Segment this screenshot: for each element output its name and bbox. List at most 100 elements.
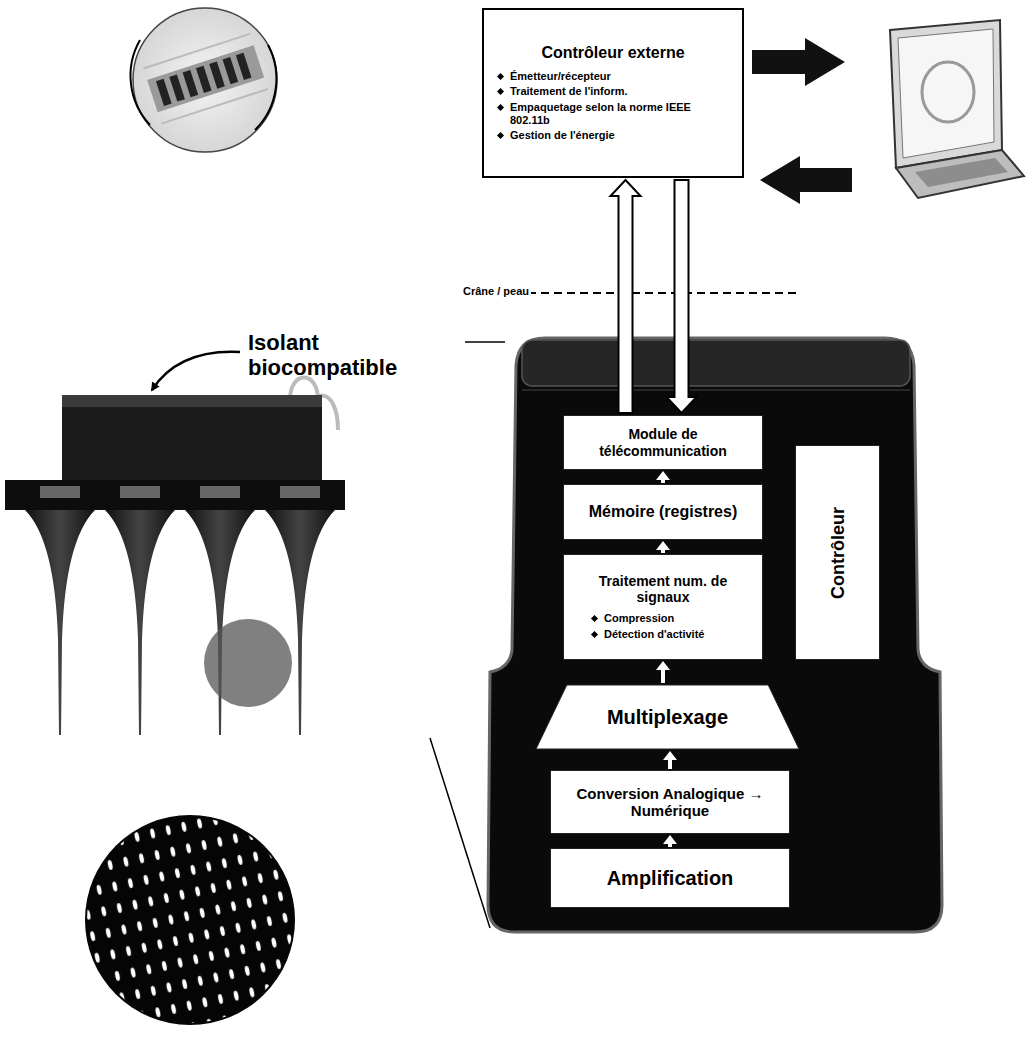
flow-arrow: [656, 541, 670, 553]
bullet-text: Empaquetage selon la norme IEEE 802.11b: [510, 101, 730, 126]
bullet-text: Détection d'activité: [604, 628, 704, 641]
drawing-line: [143, 34, 250, 69]
node-title: Traitement num. de signaux: [590, 573, 736, 605]
drawing-circle: [85, 815, 295, 1025]
bullet-text: Gestion de l'énergie: [510, 129, 615, 142]
drawing-path: [131, 40, 150, 125]
drawing-rect: [169, 74, 185, 101]
bullet-text: Compression: [604, 612, 674, 625]
drawing-circle: [133, 8, 277, 152]
drawing-rect: [62, 395, 322, 481]
drawing-rect: [5, 480, 345, 510]
drawing-path: [105, 510, 175, 735]
drawing-rect: [183, 70, 199, 97]
drawing-rect: [236, 53, 252, 80]
drawing-path: [265, 510, 335, 735]
drawing-polygon: [898, 29, 994, 158]
drawing-g: [143, 34, 267, 124]
drawing-rect: [209, 61, 225, 88]
flow-arrow: [656, 661, 670, 683]
boundary-label: Crâne / peau: [461, 285, 531, 298]
node-text: Contrôleur: [827, 507, 848, 599]
zoom-line: [465, 341, 505, 343]
bullet-mark: [497, 104, 504, 111]
process-box: Module de télécommunication: [563, 415, 763, 470]
flow-arrow: [663, 751, 677, 769]
drawing-rect: [120, 486, 160, 498]
text-row: Contrôleur externe: [541, 44, 684, 66]
text-row: Traitement num. de signaux: [590, 573, 736, 609]
link-arrow: [760, 156, 852, 204]
node-content: Contrôleur externeÉmetteur/récepteurTrai…: [484, 10, 742, 176]
drawing-rect: [196, 66, 212, 93]
text-row: Traitement de l'inform.: [496, 85, 730, 98]
controller-bar: Contrôleur: [795, 445, 880, 660]
drawing-path: [25, 510, 95, 735]
drawing-rect: [280, 486, 320, 498]
drawing-path: [488, 338, 942, 932]
hollow-arrow: [611, 180, 641, 413]
drawing-rect: [200, 486, 240, 498]
text-row: Mémoire (registres): [589, 503, 738, 521]
text-row: Multiplexage: [607, 706, 728, 729]
implant-housing: [488, 338, 942, 932]
zoom-line: [430, 738, 490, 928]
text-row: Détection d'activité: [590, 628, 736, 641]
bullet-mark: [591, 615, 598, 622]
electrode-array-photo: [85, 815, 295, 1025]
controller-box: Contrôleur externeÉmetteur/récepteurTrai…: [482, 8, 744, 178]
process-box: Traitement num. de signauxCompressionDét…: [563, 554, 763, 660]
chip-photo: [131, 8, 277, 152]
node-title: Contrôleur externe: [541, 44, 684, 62]
text-row: Amplification: [607, 867, 734, 890]
drawing-rect: [62, 395, 322, 407]
node-title: Mémoire (registres): [589, 503, 738, 521]
text-row: Compression: [590, 612, 736, 625]
process-box: Mémoire (registres): [563, 484, 763, 540]
part-label: Isolant biocompatible: [248, 330, 418, 381]
node-content: Contrôleur: [796, 446, 879, 659]
node-title: Module de télécommunication: [572, 426, 754, 458]
node-content: Traitement num. de signauxCompressionDét…: [564, 555, 762, 659]
node-content: Multiplexage: [535, 684, 800, 750]
bullet-mark: [497, 73, 504, 80]
drawing-line: [161, 89, 268, 124]
flow-arrow: [656, 471, 670, 483]
flow-arrow: [663, 835, 677, 847]
text-row: Empaquetage selon la norme IEEE 802.11b: [496, 101, 730, 126]
text-row: Conversion Analogique → Numérique: [561, 785, 779, 820]
node-content: Mémoire (registres): [564, 485, 762, 539]
process-box: Amplification: [550, 848, 790, 908]
drawing-path: [255, 45, 276, 130]
bullet-mark: [591, 631, 598, 638]
bullet-text: Émetteur/récepteur: [510, 70, 611, 83]
drawing-circle: [204, 619, 292, 707]
drawing-rect: [40, 486, 80, 498]
node-title: Amplification: [607, 867, 734, 890]
link-arrow: [752, 38, 845, 86]
process-box: Conversion Analogique → Numérique: [550, 770, 790, 834]
node-title: Conversion Analogique → Numérique: [561, 785, 779, 820]
drawing-rect: [156, 79, 172, 106]
drawing-polygon: [915, 158, 1008, 187]
hollow-arrow: [667, 180, 697, 413]
node-content: Module de télécommunication: [564, 416, 762, 469]
drawing-ellipse: [922, 62, 974, 122]
electrode-device: [5, 378, 345, 736]
node-title: Multiplexage: [607, 706, 728, 729]
bullet-mark: [497, 132, 504, 139]
text-row: Module de télécommunication: [572, 426, 754, 458]
drawing-polygon: [896, 150, 1024, 198]
bullet-text: Traitement de l'inform.: [510, 85, 628, 98]
laptop-icon: [890, 20, 1024, 198]
drawing-rect: [522, 340, 910, 386]
text-row: Émetteur/récepteur: [496, 70, 730, 83]
drawing-rect: [223, 57, 239, 84]
drawing-polygon: [890, 20, 1002, 168]
node-content: Amplification: [551, 849, 789, 907]
drawing-circle: [87, 817, 293, 1023]
node-content: Conversion Analogique → Numérique: [551, 771, 789, 833]
drawing-rect: [147, 45, 264, 112]
trapezoid-outline: [536, 685, 799, 749]
